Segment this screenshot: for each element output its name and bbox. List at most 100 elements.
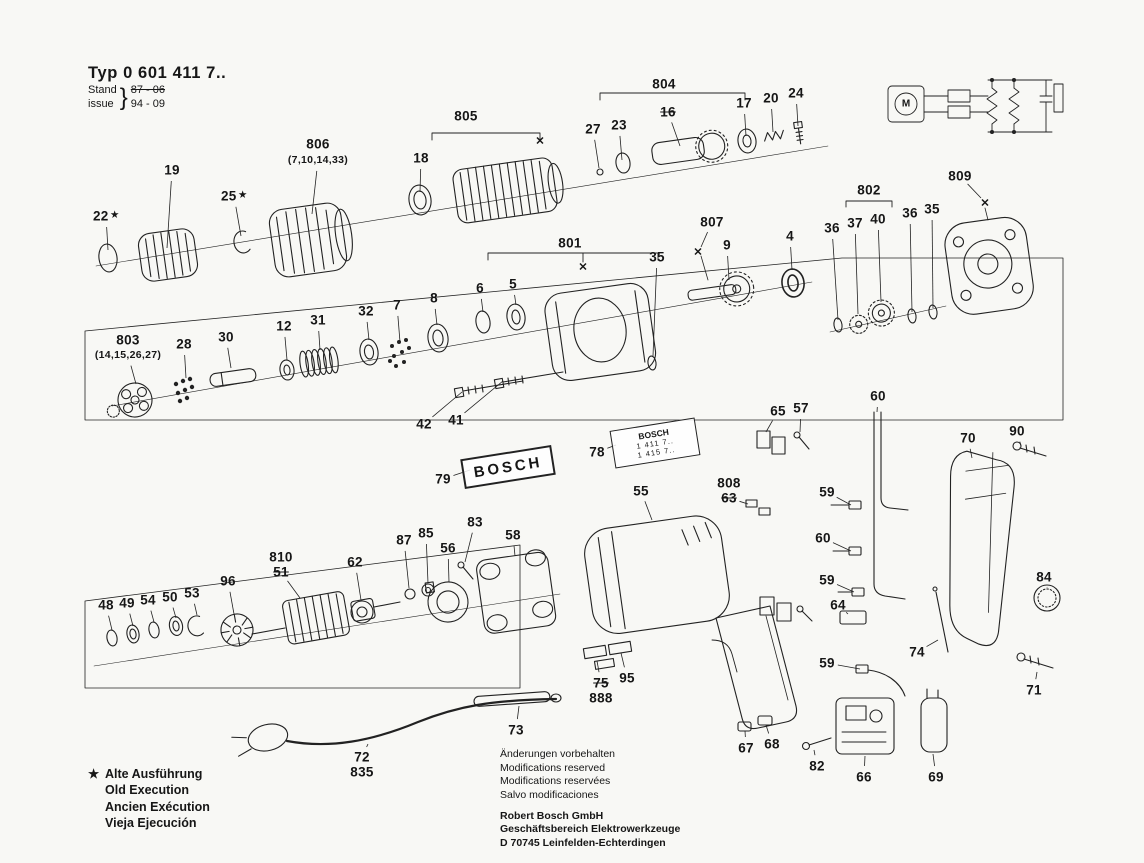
- part-label-87: 87: [396, 532, 412, 548]
- part-label-84: 84: [1036, 569, 1052, 585]
- part-label-90: 90: [1009, 423, 1025, 439]
- part-label-83: 83: [467, 514, 483, 530]
- part-label-36: 36: [824, 220, 840, 236]
- part-label-67: 67: [738, 740, 754, 756]
- part-label-808: 808: [717, 475, 741, 491]
- part-label-75: 75: [593, 675, 609, 691]
- part-label-27: 27: [585, 121, 601, 137]
- part-label-48: 48: [98, 597, 114, 613]
- part-label-58: 58: [505, 527, 521, 543]
- part-label-59: 59: [819, 655, 835, 671]
- company-division: Geschäftsbereich Elektrowerkzeuge: [500, 823, 681, 836]
- part-label-807: 807: [700, 214, 724, 230]
- part-label-68: 68: [764, 736, 780, 752]
- old-execution-star-icon: ★: [238, 189, 247, 200]
- part-label-806: 806: [306, 136, 330, 152]
- footer: Änderungen vorbehalten Modifications res…: [500, 748, 680, 850]
- part-label-60: 60: [815, 530, 831, 546]
- part-label-6: 6: [476, 280, 484, 296]
- part-label-20: 20: [763, 90, 779, 106]
- part-label-70: 70: [960, 430, 976, 446]
- motor-symbol-label: M: [901, 98, 911, 110]
- part-label-7101433: (7,10,14,33): [287, 154, 349, 166]
- brace-glyph: }: [119, 83, 128, 111]
- part-label-96: 96: [220, 573, 236, 589]
- part-label-74: 74: [909, 644, 925, 660]
- part-label-8: 8: [430, 290, 438, 306]
- part-label-73: 73: [508, 722, 524, 738]
- part-label-85: 85: [418, 525, 434, 541]
- part-label-28: 28: [176, 336, 192, 352]
- part-label-30: 30: [218, 329, 234, 345]
- part-label-36: 36: [902, 205, 918, 221]
- star-icon: ★: [88, 767, 100, 781]
- part-label-802: 802: [857, 182, 881, 198]
- part-label-50: 50: [162, 589, 178, 605]
- part-label-55: 55: [633, 483, 649, 499]
- revision-block: Stand issue } 87 - 06 94 - 09: [88, 84, 226, 112]
- part-label-805: 805: [454, 108, 478, 124]
- stand-value: 87 - 06: [130, 84, 166, 96]
- part-label-17: 17: [736, 95, 752, 111]
- part-label-63: 63: [721, 490, 737, 506]
- note-en: Modifications reserved: [500, 761, 606, 774]
- legend-line-en: Old Execution: [105, 783, 190, 798]
- legend: ★ Alte Ausführung Old Execution Ancien E…: [88, 766, 210, 831]
- bosch-logo-text: BOSCH: [472, 453, 544, 481]
- part-label-54: 54: [140, 592, 156, 608]
- part-label-72: 72: [354, 749, 370, 765]
- part-label-57: 57: [793, 400, 809, 416]
- header: Typ 0 601 411 7.. Stand issue } 87 - 06 …: [88, 64, 226, 112]
- part-label-37: 37: [847, 215, 863, 231]
- part-label-4: 4: [786, 228, 794, 244]
- note-de: Änderungen vorbehalten: [500, 748, 616, 760]
- part-label-32: 32: [358, 303, 374, 319]
- issue-value: 94 - 09: [130, 97, 166, 110]
- part-label-59: 59: [819, 484, 835, 500]
- part-label-23: 23: [611, 117, 627, 133]
- part-label-12: 12: [276, 318, 292, 334]
- part-label-41: 41: [448, 412, 464, 428]
- part-label-49: 49: [119, 595, 135, 611]
- part-label-62: 62: [347, 554, 363, 570]
- part-label-22: 22★: [93, 208, 119, 224]
- stand-label: Stand: [88, 84, 117, 96]
- part-label-888: 888: [589, 690, 613, 706]
- part-label-69: 69: [928, 769, 944, 785]
- part-label-835: 835: [350, 764, 374, 780]
- part-label-31: 31: [310, 312, 326, 328]
- part-label-7: 7: [393, 297, 401, 313]
- part-label-53: 53: [184, 585, 200, 601]
- part-label-59: 59: [819, 572, 835, 588]
- part-label-25: 25★: [221, 188, 247, 204]
- part-label-66: 66: [856, 769, 872, 785]
- part-label-64: 64: [830, 597, 846, 613]
- part-label-16: 16: [660, 104, 676, 120]
- type-number: Typ 0 601 411 7..: [88, 64, 227, 82]
- part-label-71: 71: [1026, 682, 1042, 698]
- part-label-19: 19: [164, 162, 180, 178]
- part-label-51: 51: [273, 564, 289, 580]
- part-label-56: 56: [440, 540, 456, 556]
- deleted-part-mark-icon: ✕: [980, 197, 990, 210]
- part-label-35: 35: [649, 249, 665, 265]
- legend-line-es: Vieja Ejecución: [105, 815, 197, 830]
- part-label-801: 801: [558, 235, 582, 251]
- part-label-804: 804: [652, 76, 676, 92]
- part-label-35: 35: [924, 201, 940, 217]
- deleted-part-mark-icon: ✕: [693, 246, 703, 259]
- note-fr: Modifications reservées: [500, 775, 611, 788]
- part-label-810: 810: [269, 549, 293, 565]
- deleted-part-mark-icon: ✕: [535, 135, 545, 148]
- part-label-803: 803: [116, 332, 140, 348]
- part-label-809: 809: [948, 168, 972, 184]
- note-es: Salvo modificaciones: [500, 788, 599, 801]
- legend-line-de: Alte Ausführung: [105, 767, 203, 781]
- part-label-60: 60: [870, 388, 886, 404]
- part-label-24: 24: [788, 85, 804, 101]
- deleted-part-mark-icon: ✕: [578, 261, 588, 274]
- part-label-5: 5: [509, 276, 517, 292]
